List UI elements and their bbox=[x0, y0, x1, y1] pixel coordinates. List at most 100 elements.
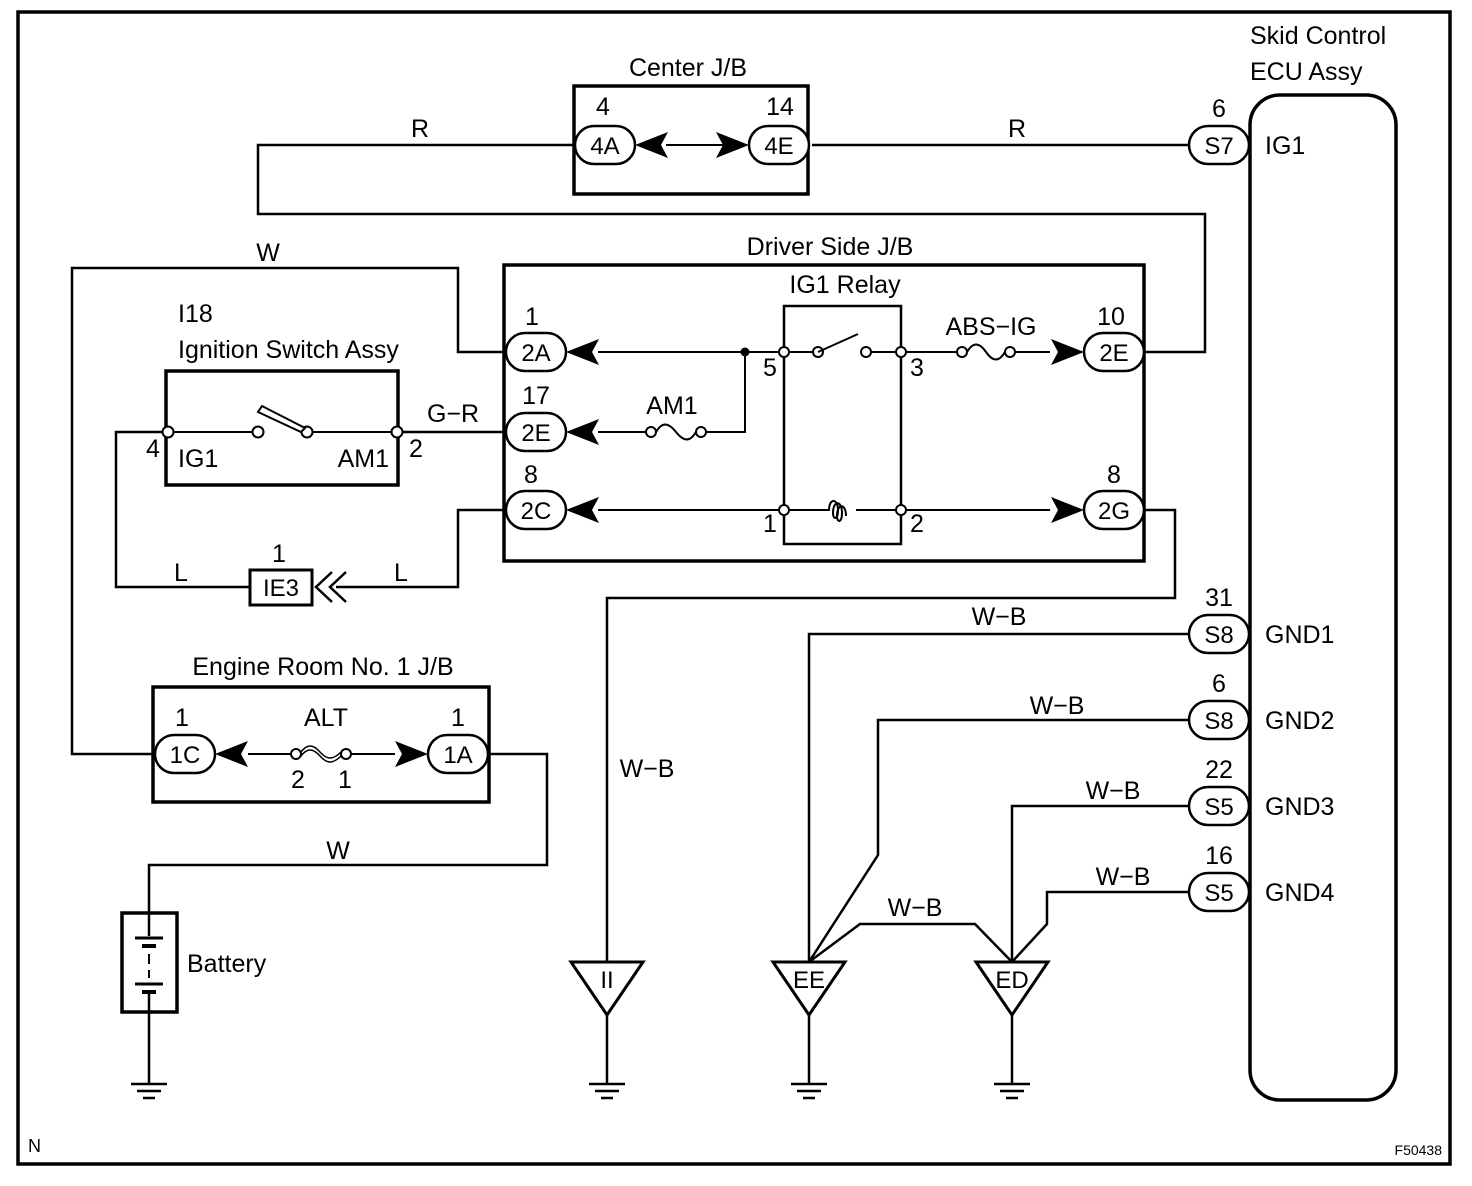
connector-1c-label: 1C bbox=[170, 742, 201, 769]
ignition-am1-label: AM1 bbox=[338, 445, 389, 473]
relay-pin-2: 2 bbox=[910, 510, 924, 538]
ground-point-ii-label: II bbox=[600, 967, 613, 994]
abs-ig-fuse-label: ABS−IG bbox=[945, 313, 1036, 341]
diagram-border bbox=[16, 10, 1452, 1166]
center-jb-label: Center J/B bbox=[629, 54, 747, 82]
connector-s8-gnd1-label: S8 bbox=[1204, 622, 1233, 649]
connector-arrow-4e bbox=[716, 132, 749, 158]
connector-4a-label: 4A bbox=[590, 133, 619, 160]
relay-pin-3: 3 bbox=[910, 354, 924, 382]
splice-point bbox=[740, 347, 750, 357]
wire-label-r-right: R bbox=[1008, 115, 1026, 143]
wire-label-l-right: L bbox=[394, 559, 408, 587]
arrow-1a-icon bbox=[395, 741, 428, 767]
wire-label-g-r: G−R bbox=[427, 400, 479, 428]
battery: Battery bbox=[120, 911, 267, 1014]
am1-fuse-label: AM1 bbox=[646, 392, 697, 420]
ecu-gnd4-signal: GND4 bbox=[1265, 879, 1335, 907]
driver-jb-label: Driver Side J/B bbox=[747, 233, 914, 261]
ecu-label-1: Skid Control bbox=[1250, 22, 1386, 50]
connector-s5-gnd3-pin: 22 bbox=[1205, 756, 1233, 784]
connector-2a-pin: 1 bbox=[525, 303, 539, 331]
ecu-ig1-signal: IG1 bbox=[1265, 132, 1305, 160]
connector-2g bbox=[1082, 489, 1146, 531]
wire-label-wb-ee-ed: W−B bbox=[888, 894, 943, 922]
wire-label-wb-gnd4: W−B bbox=[1096, 863, 1151, 891]
engine-room-jb: Engine Room No. 1 J/B 1C 1 ALT 2 1 1A 1 bbox=[151, 653, 491, 804]
connector-2e-10-label: 2E bbox=[1099, 340, 1128, 367]
arrow-2e-17-icon bbox=[566, 419, 599, 445]
connector-s5-gnd3 bbox=[1187, 785, 1251, 827]
connector-2c-pin: 8 bbox=[524, 461, 538, 489]
alt-fuse-label: ALT bbox=[304, 704, 348, 732]
connector-s8-gnd2-label: S8 bbox=[1204, 708, 1233, 735]
relay-coil-icon bbox=[828, 500, 847, 522]
driver-side-jb: Driver Side J/B IG1 Relay 5 3 1 2 AM1 bbox=[502, 233, 1146, 563]
connector-2g-pin: 8 bbox=[1107, 461, 1121, 489]
ignition-pin-4: 4 bbox=[146, 435, 160, 463]
ecu-gnd3-signal: GND3 bbox=[1265, 793, 1334, 821]
connector-2e-10 bbox=[1082, 331, 1146, 373]
switch-lever-icon bbox=[256, 404, 307, 434]
arrow-2a-icon bbox=[566, 339, 599, 365]
connector-s5-gnd4-pin: 16 bbox=[1205, 842, 1233, 870]
ig1-relay bbox=[782, 304, 903, 546]
connector-1c-pin: 1 bbox=[175, 704, 189, 732]
arrow-1c-icon bbox=[215, 741, 248, 767]
connector-1a bbox=[426, 733, 490, 775]
relay-pin-1: 1 bbox=[763, 510, 777, 538]
connector-2e-17-label: 2E bbox=[521, 420, 550, 447]
connector-2e-17-pin: 17 bbox=[522, 382, 550, 410]
ground-point-ee-label: EE bbox=[793, 967, 825, 994]
ground-symbols: II EE ED bbox=[131, 960, 1051, 1100]
center-jb: Center J/B 4A 4 4E 14 bbox=[572, 54, 811, 196]
connector-s8-gnd1-pin: 31 bbox=[1205, 584, 1233, 612]
figure-id: F50438 bbox=[1395, 1142, 1443, 1158]
connector-arrow-4a bbox=[635, 132, 668, 158]
ignition-switch-label: Ignition Switch Assy bbox=[178, 336, 399, 364]
arrow-2c-icon bbox=[566, 497, 599, 523]
abs-ig-fuse-icon bbox=[966, 343, 1006, 361]
ground-point-ed bbox=[973, 960, 1051, 1018]
wire-label-wb-ii: W−B bbox=[620, 755, 675, 783]
ground-icon bbox=[589, 1082, 625, 1100]
connector-ie3-group: IE3 1 bbox=[248, 540, 347, 607]
ignition-switch: I18 Ignition Switch Assy IG1 AM1 4 2 bbox=[146, 300, 423, 487]
wires bbox=[70, 143, 1207, 1084]
ecu-gnd2-signal: GND2 bbox=[1265, 707, 1334, 735]
connector-4a-pin: 4 bbox=[596, 93, 610, 121]
ecu-label-2: ECU Assy bbox=[1250, 58, 1363, 86]
ground-point-ed-label: ED bbox=[995, 967, 1028, 994]
connector-s7-label: S7 bbox=[1204, 133, 1233, 160]
wire-label-l-left: L bbox=[174, 559, 188, 587]
connector-2a-label: 2A bbox=[521, 340, 550, 367]
connector-s8-gnd1 bbox=[1187, 613, 1251, 655]
ignition-pin-2: 2 bbox=[409, 435, 423, 463]
connector-4e-label: 4E bbox=[764, 133, 793, 160]
battery-label: Battery bbox=[187, 950, 267, 978]
connector-s7 bbox=[1187, 124, 1251, 166]
wire-label-wb-gnd1: W−B bbox=[972, 603, 1027, 631]
ground-icon bbox=[994, 1082, 1030, 1100]
connector-2g-label: 2G bbox=[1098, 498, 1130, 525]
relay-pin-5: 5 bbox=[763, 354, 777, 382]
am1-fuse-icon bbox=[655, 423, 697, 441]
wire-label-wb-gnd3: W−B bbox=[1086, 777, 1141, 805]
wire-label-w-top: W bbox=[256, 239, 280, 267]
alt-pin-2: 2 bbox=[291, 766, 305, 794]
connector-ie3 bbox=[248, 568, 314, 607]
connector-1a-pin: 1 bbox=[451, 704, 465, 732]
connector-2e-10-pin: 10 bbox=[1097, 303, 1125, 331]
ground-icon bbox=[791, 1082, 827, 1100]
ground-icon bbox=[131, 1082, 167, 1100]
wire-label-wb-gnd2: W−B bbox=[1030, 692, 1085, 720]
engine-jb-label: Engine Room No. 1 J/B bbox=[192, 653, 453, 681]
connector-s8-gnd2-pin: 6 bbox=[1212, 670, 1226, 698]
connector-4e-pin: 14 bbox=[766, 93, 794, 121]
ground-point-ii bbox=[568, 960, 646, 1018]
ignition-switch-code: I18 bbox=[178, 300, 213, 328]
connector-ie3-label: IE3 bbox=[263, 575, 299, 602]
connector-ie3-pin: 1 bbox=[272, 540, 286, 568]
arrow-2g-icon bbox=[1051, 497, 1084, 523]
connector-s5-gnd4-label: S5 bbox=[1204, 880, 1233, 907]
